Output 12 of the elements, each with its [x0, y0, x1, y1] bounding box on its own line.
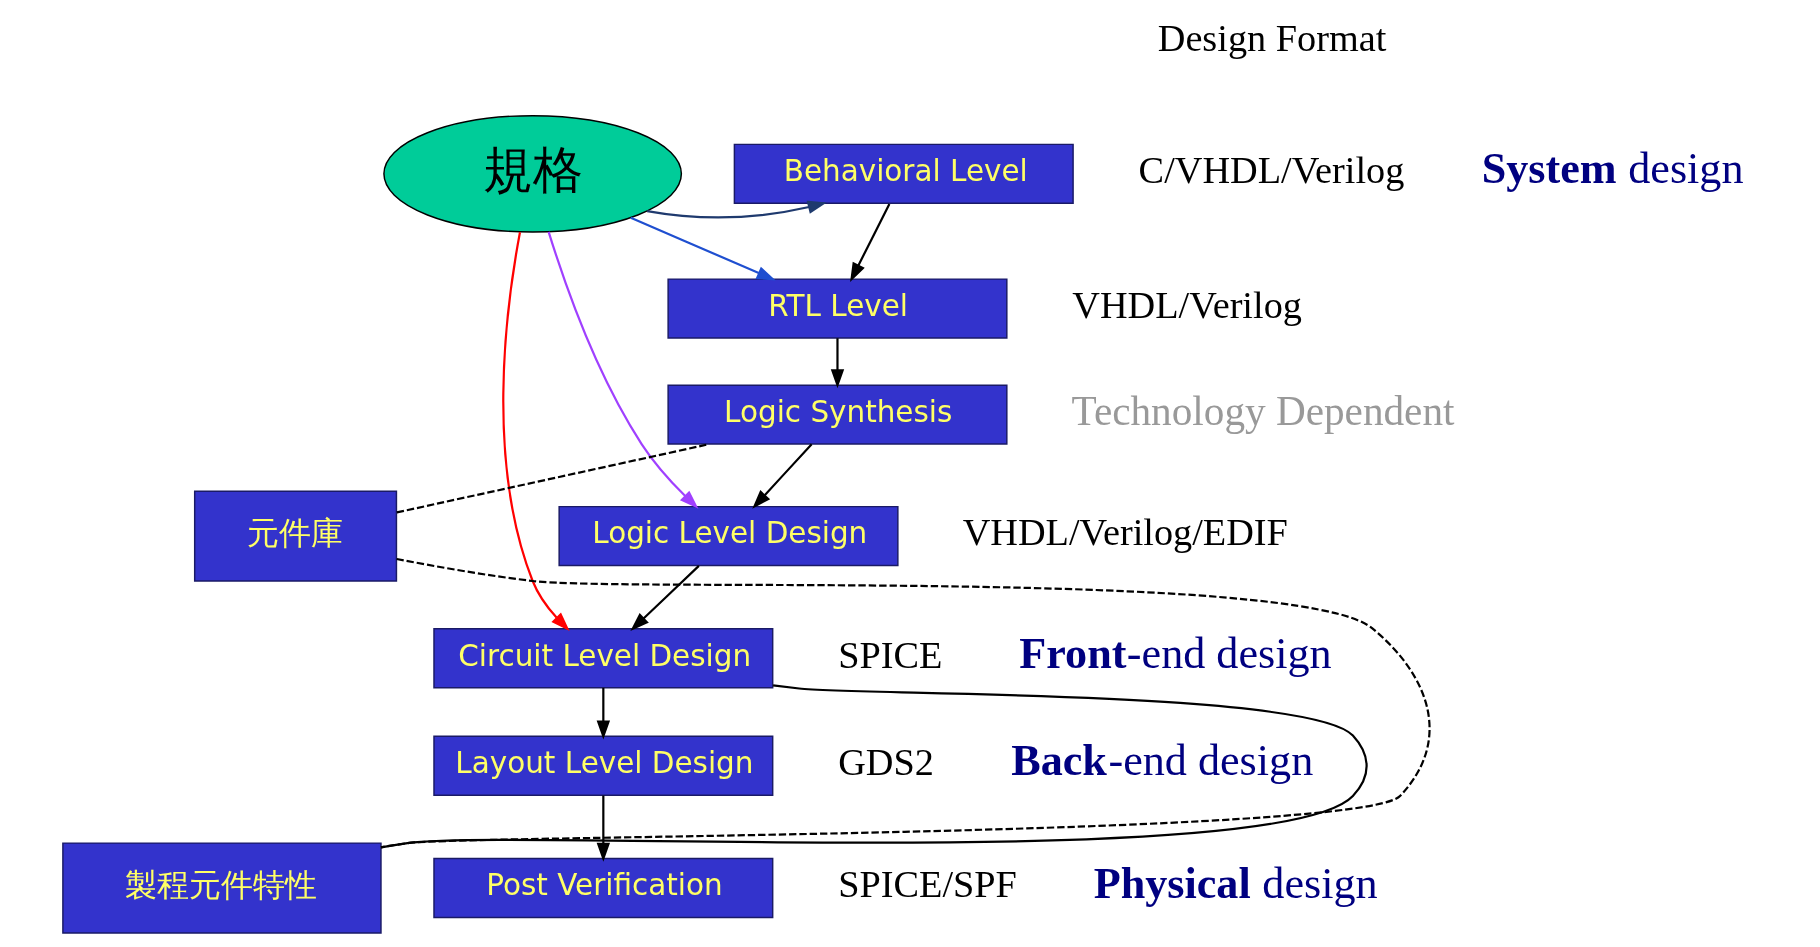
- label: Design Format: [1157, 16, 1387, 59]
- label: C/VHDL/Verilog: [1138, 149, 1405, 192]
- label: SPICE/SPF: [838, 863, 1017, 906]
- label: Physical design: [1093, 858, 1378, 908]
- label: VHDL/Verilog/EDIF: [962, 511, 1288, 554]
- label: SPICE: [838, 633, 943, 676]
- label: GDS2: [838, 741, 934, 784]
- label: VHDL/Verilog: [1072, 283, 1302, 326]
- label: Back-end design: [1011, 736, 1314, 786]
- label: Front-end design: [1019, 628, 1332, 678]
- label: Technology Dependent: [1071, 387, 1455, 434]
- label: System design: [1481, 144, 1744, 194]
